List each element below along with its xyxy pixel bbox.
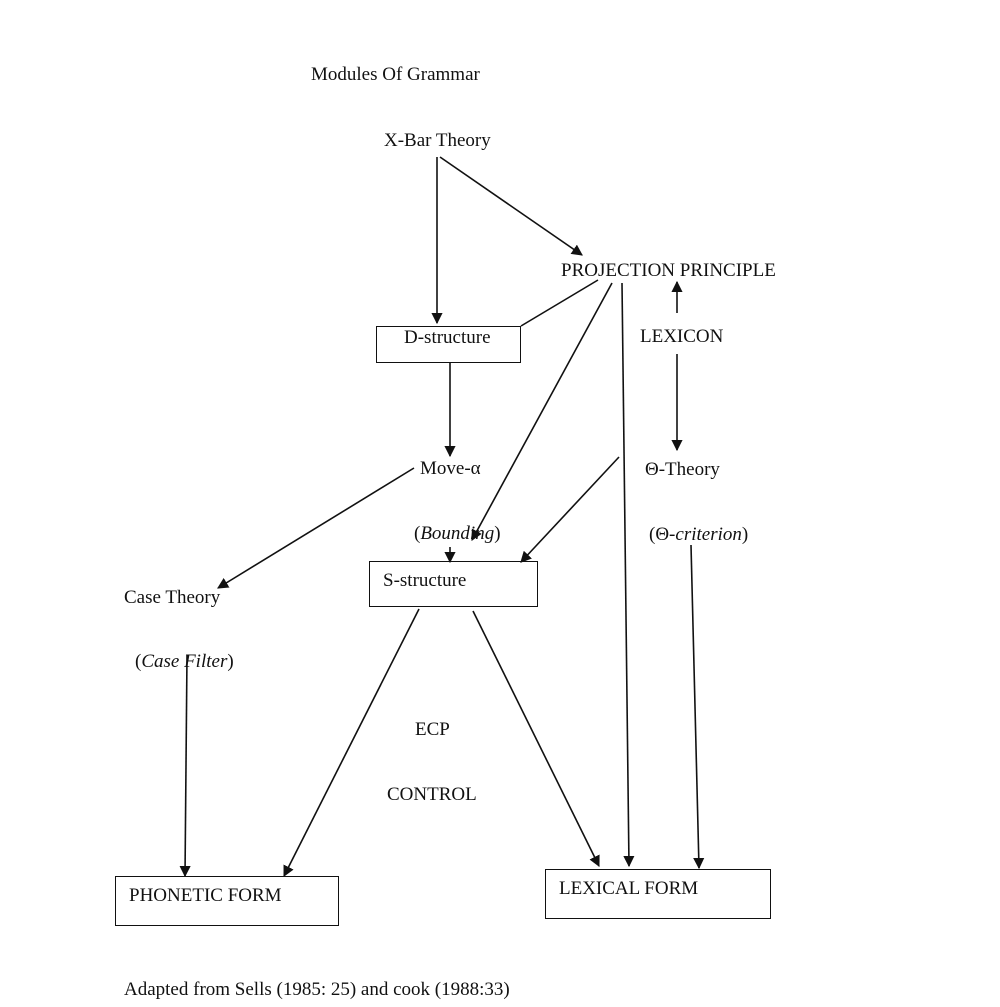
arrow-case-filter-to-phonetic-form bbox=[179, 654, 191, 878]
line-projection-to-dstructure bbox=[520, 279, 599, 327]
node-case-theory: Case Theory bbox=[124, 587, 221, 608]
node-dstructure-label: D-structure bbox=[404, 327, 491, 348]
paren-close: ) bbox=[227, 651, 234, 672]
node-lexical-form-box: LEXICAL FORM bbox=[545, 869, 771, 919]
node-sstructure-box: S-structure bbox=[369, 561, 538, 607]
arrow-theta-criterion-to-lexical-form bbox=[690, 544, 705, 870]
bounding-label: Bounding bbox=[420, 523, 495, 544]
arrow-theta-to-sstructure bbox=[520, 456, 620, 563]
arrow-sstructure-to-phonetic-form bbox=[283, 608, 420, 877]
node-sstructure-label: S-structure bbox=[383, 570, 467, 591]
paren-close: ) bbox=[494, 523, 501, 544]
case-filter-label: Case Filter bbox=[141, 651, 228, 672]
diagram-title: Modules Of Grammar bbox=[311, 64, 480, 85]
arrow-projection-to-lexical-form bbox=[621, 282, 635, 868]
criterion-label: criterion bbox=[675, 524, 742, 545]
node-theta-theory: Θ-Theory bbox=[645, 459, 720, 480]
node-bounding: (Bounding) bbox=[414, 524, 501, 543]
node-theta-criterion: (Θ-criterion) bbox=[649, 525, 748, 544]
paren-open: ( bbox=[135, 651, 142, 672]
arrow-projection-to-bounding bbox=[471, 282, 613, 541]
paren-open: ( bbox=[649, 524, 656, 545]
paren-open: ( bbox=[414, 523, 421, 544]
theta-prefix: Θ- bbox=[655, 524, 676, 545]
node-xbar-theory: X-Bar Theory bbox=[384, 130, 491, 151]
node-ecp: ECP bbox=[415, 719, 450, 740]
node-control: CONTROL bbox=[387, 784, 477, 805]
node-projection-principle: PROJECTION PRINCIPLE bbox=[561, 260, 776, 281]
node-dstructure-box: D-structure bbox=[376, 326, 521, 363]
node-lexicon: LEXICON bbox=[640, 326, 724, 347]
node-phonetic-form-label: PHONETIC FORM bbox=[129, 885, 282, 906]
node-case-filter: (Case Filter) bbox=[135, 652, 234, 671]
node-phonetic-form-box: PHONETIC FORM bbox=[115, 876, 339, 926]
node-move-alpha: Move-α bbox=[420, 458, 481, 479]
arrow-xbar-to-projection bbox=[439, 156, 583, 256]
node-lexical-form-label: LEXICAL FORM bbox=[559, 878, 699, 899]
paren-close: ) bbox=[741, 524, 749, 545]
source-caption: Adapted from Sells (1985: 25) and cook (… bbox=[124, 979, 510, 1000]
arrow-move-to-case-theory bbox=[217, 467, 415, 589]
arrow-sstructure-to-lexical-form bbox=[472, 610, 600, 868]
